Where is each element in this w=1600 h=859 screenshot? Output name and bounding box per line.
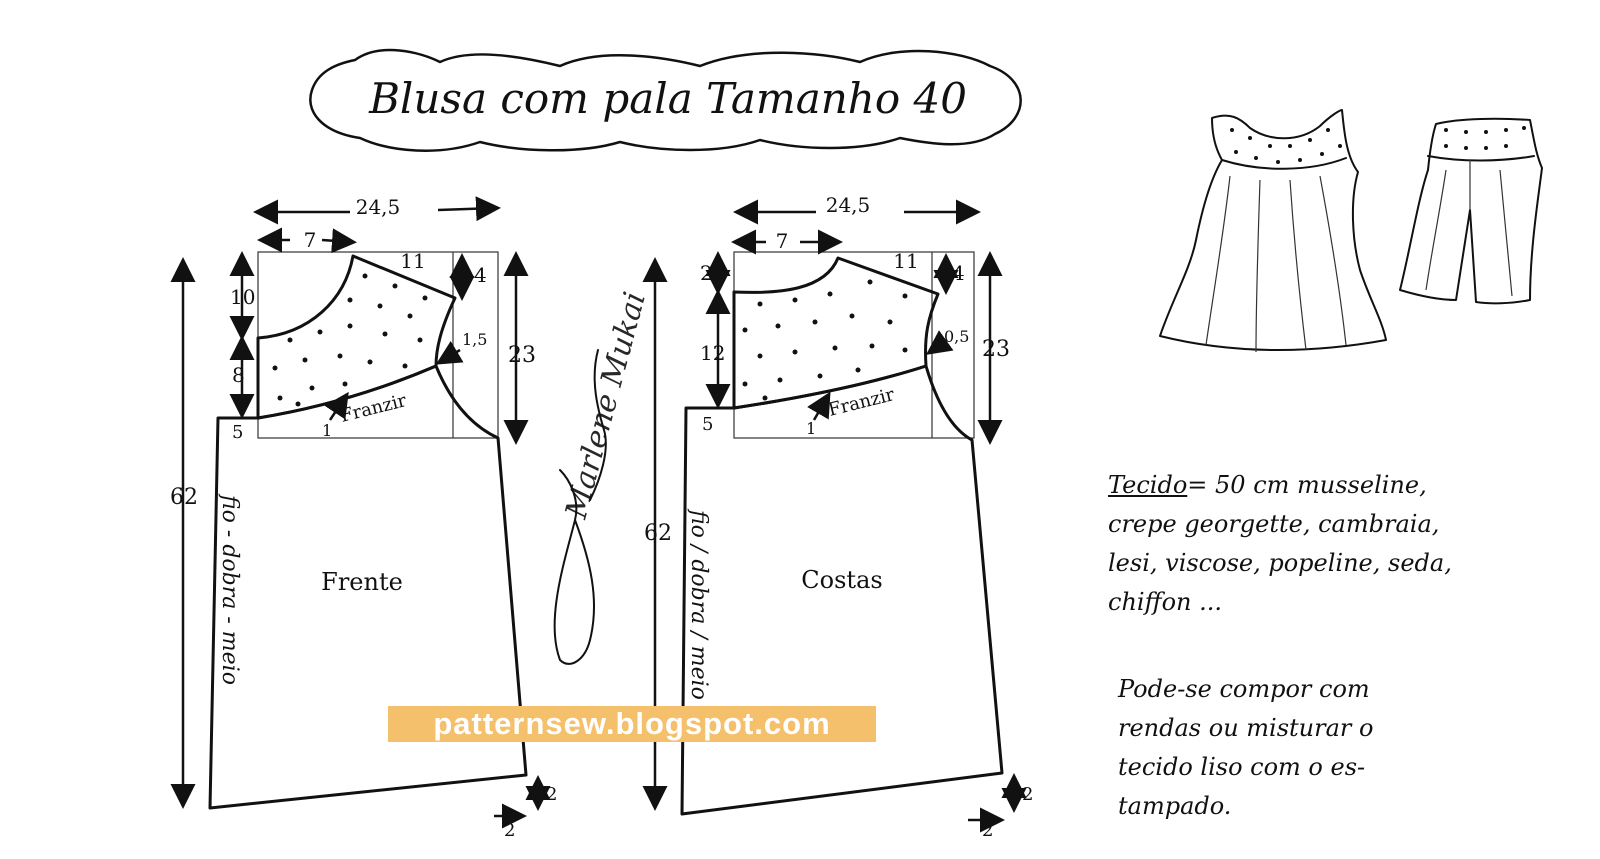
back-pattern-piece: 24,5 7 11 4 2 12 23 0,5 Franzir 1 5 62 f… bbox=[642, 193, 1033, 841]
front-body-outline bbox=[208, 364, 528, 810]
back-hem-up-label: 2 bbox=[1022, 784, 1033, 805]
back-hem-out-label: 2 bbox=[982, 820, 993, 841]
front-piece-label: Frente bbox=[321, 568, 403, 596]
back-side-ext-label: 5 bbox=[702, 414, 713, 435]
back-neck-width-label: 7 bbox=[776, 229, 789, 253]
front-side-ext-label: 5 bbox=[232, 422, 243, 443]
back-armhole-offset-label: 0,5 bbox=[944, 327, 969, 346]
title-cloud: Blusa com pala Tamanho 40 bbox=[309, 48, 1022, 152]
back-yoke-depth-label: 12 bbox=[700, 341, 725, 365]
back-neck-depth-label: 2 bbox=[700, 261, 713, 285]
fabric-label: Tecido bbox=[1108, 471, 1188, 499]
watermark-banner: patternsew.blogspot.com bbox=[388, 706, 876, 742]
page-title: Blusa com pala Tamanho 40 bbox=[368, 74, 967, 123]
front-hem-out-label: 2 bbox=[504, 820, 515, 841]
back-armhole-depth-label: 23 bbox=[982, 337, 1010, 362]
back-piece-label: Costas bbox=[801, 566, 882, 594]
front-armhole-offset-label: 1,5 bbox=[462, 330, 487, 349]
front-shoulder-drop-label: 4 bbox=[474, 263, 487, 287]
back-gather-mark: 1 bbox=[806, 419, 816, 438]
blouse-front-illustration bbox=[1159, 109, 1387, 353]
front-armhole-depth-label: 23 bbox=[508, 343, 536, 368]
fabric-notes: Tecido= 50 cm musseline, crepe georgette… bbox=[1108, 466, 1588, 622]
blouse-back-illustration bbox=[1399, 117, 1543, 305]
back-yoke bbox=[732, 256, 940, 410]
back-shoulder-label: 11 bbox=[893, 249, 918, 273]
back-body-outline bbox=[680, 364, 1004, 816]
front-hem-up-label: 2 bbox=[546, 784, 557, 805]
front-neck-width-label: 7 bbox=[304, 228, 317, 252]
back-shoulder-drop-label: 4 bbox=[952, 261, 965, 285]
front-shoulder-label: 11 bbox=[400, 249, 425, 273]
front-length-label: 62 bbox=[170, 485, 198, 510]
front-gather-mark: 1 bbox=[322, 421, 332, 440]
signature: Marlene Mukai bbox=[553, 288, 653, 665]
fabric-text: = 50 cm musseline, crepe georgette, camb… bbox=[1108, 471, 1452, 616]
front-width-label: 24,5 bbox=[356, 195, 401, 219]
front-yoke-depth-label: 8 bbox=[232, 363, 245, 387]
signature-text: Marlene Mukai bbox=[559, 288, 653, 523]
back-length-label: 62 bbox=[644, 521, 672, 546]
front-yoke-dots bbox=[272, 273, 428, 407]
compose-notes: Pode-se compor com rendas ou misturar o … bbox=[1118, 675, 1374, 820]
front-neck-depth-label: 10 bbox=[230, 285, 255, 309]
front-pattern-piece: 24,5 7 11 4 10 8 23 1,5 Franzir 1 5 62 f… bbox=[170, 195, 557, 841]
front-fold-label: fio - dobra - meio bbox=[217, 493, 242, 685]
back-fold-label: fio / dobra / meio bbox=[686, 508, 711, 700]
back-yoke-dots bbox=[742, 279, 908, 401]
back-width-label: 24,5 bbox=[826, 193, 871, 217]
front-gather-label: Franzir bbox=[338, 390, 409, 427]
